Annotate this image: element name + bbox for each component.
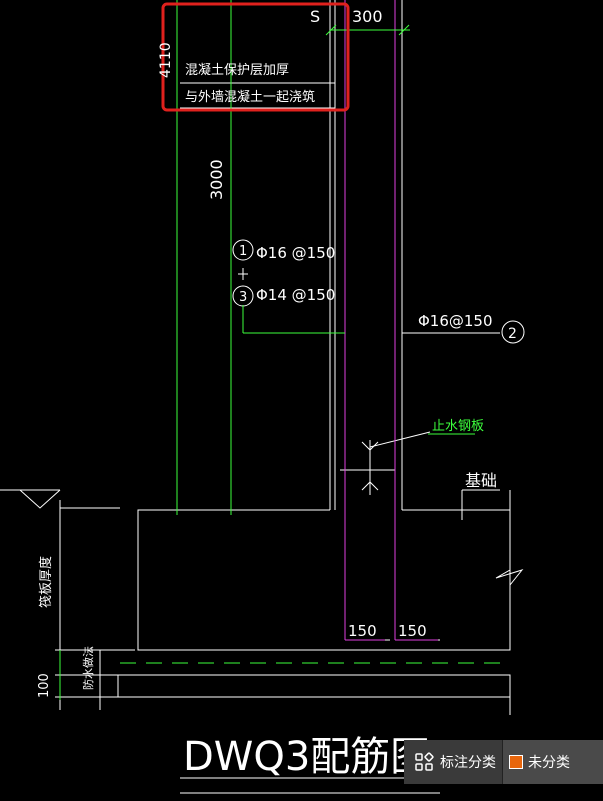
bar3-spec: Φ14 @150 [256,286,335,304]
waterstop-arrow-bottom [361,481,379,491]
drawing-title: DWQ3配筋图 [183,734,430,780]
dimension-lines [59,0,510,700]
waterstop-label: 止水钢板 [432,419,484,434]
dim-300-tick-left [325,24,337,36]
note-line-1: 混凝土保护层加厚 [185,62,289,78]
bar2-spec: Φ16@150 [418,312,493,330]
waterproof-label: 防水做法 [81,646,95,690]
break-line [495,560,524,650]
ground-marker [19,489,61,509]
cushion-layer [117,674,511,698]
waterstop-leader [369,431,431,448]
bar1-spec: Φ16 @150 [256,244,335,262]
dim-150-left: 150 [348,622,377,640]
bar2-number: 2 [508,326,517,342]
raft-outline [137,490,511,651]
uncategorized-color-swatch [509,755,523,769]
annotation-toolbar: 标注分类 未分类 [404,740,603,784]
foundation-label: 基础 [465,471,497,490]
dim-s-label: S [310,7,320,26]
uncategorized-button[interactable]: 未分类 [502,740,603,784]
base-100-label: 100 [37,673,52,698]
bar1-marker-circle [232,239,254,261]
structure-lines [0,0,525,794]
uncategorized-label: 未分类 [528,755,570,771]
bar3-number: 3 [239,290,247,305]
dim-150-right: 150 [398,622,427,640]
bar1-number: 1 [239,244,247,259]
annotation-category-button[interactable]: 标注分类 [404,740,502,784]
waterstop-arrow-top [361,441,379,451]
dim-4110-label: 4110 [158,42,174,78]
raft-thickness-label: 筏板厚度 [38,556,54,608]
note-line-2: 与外墙混凝土一起浇筑 [185,89,315,105]
annotation-category-label: 标注分类 [440,755,496,771]
dim-3000-label: 3000 [207,159,226,200]
category-grid-icon [415,752,434,771]
dim-300-tick-right [398,24,410,36]
bar2-marker-circle [501,320,525,344]
annotation-highlight-box [161,2,350,112]
dim-300-label: 300 [352,7,383,26]
rebar-lines [344,0,438,641]
